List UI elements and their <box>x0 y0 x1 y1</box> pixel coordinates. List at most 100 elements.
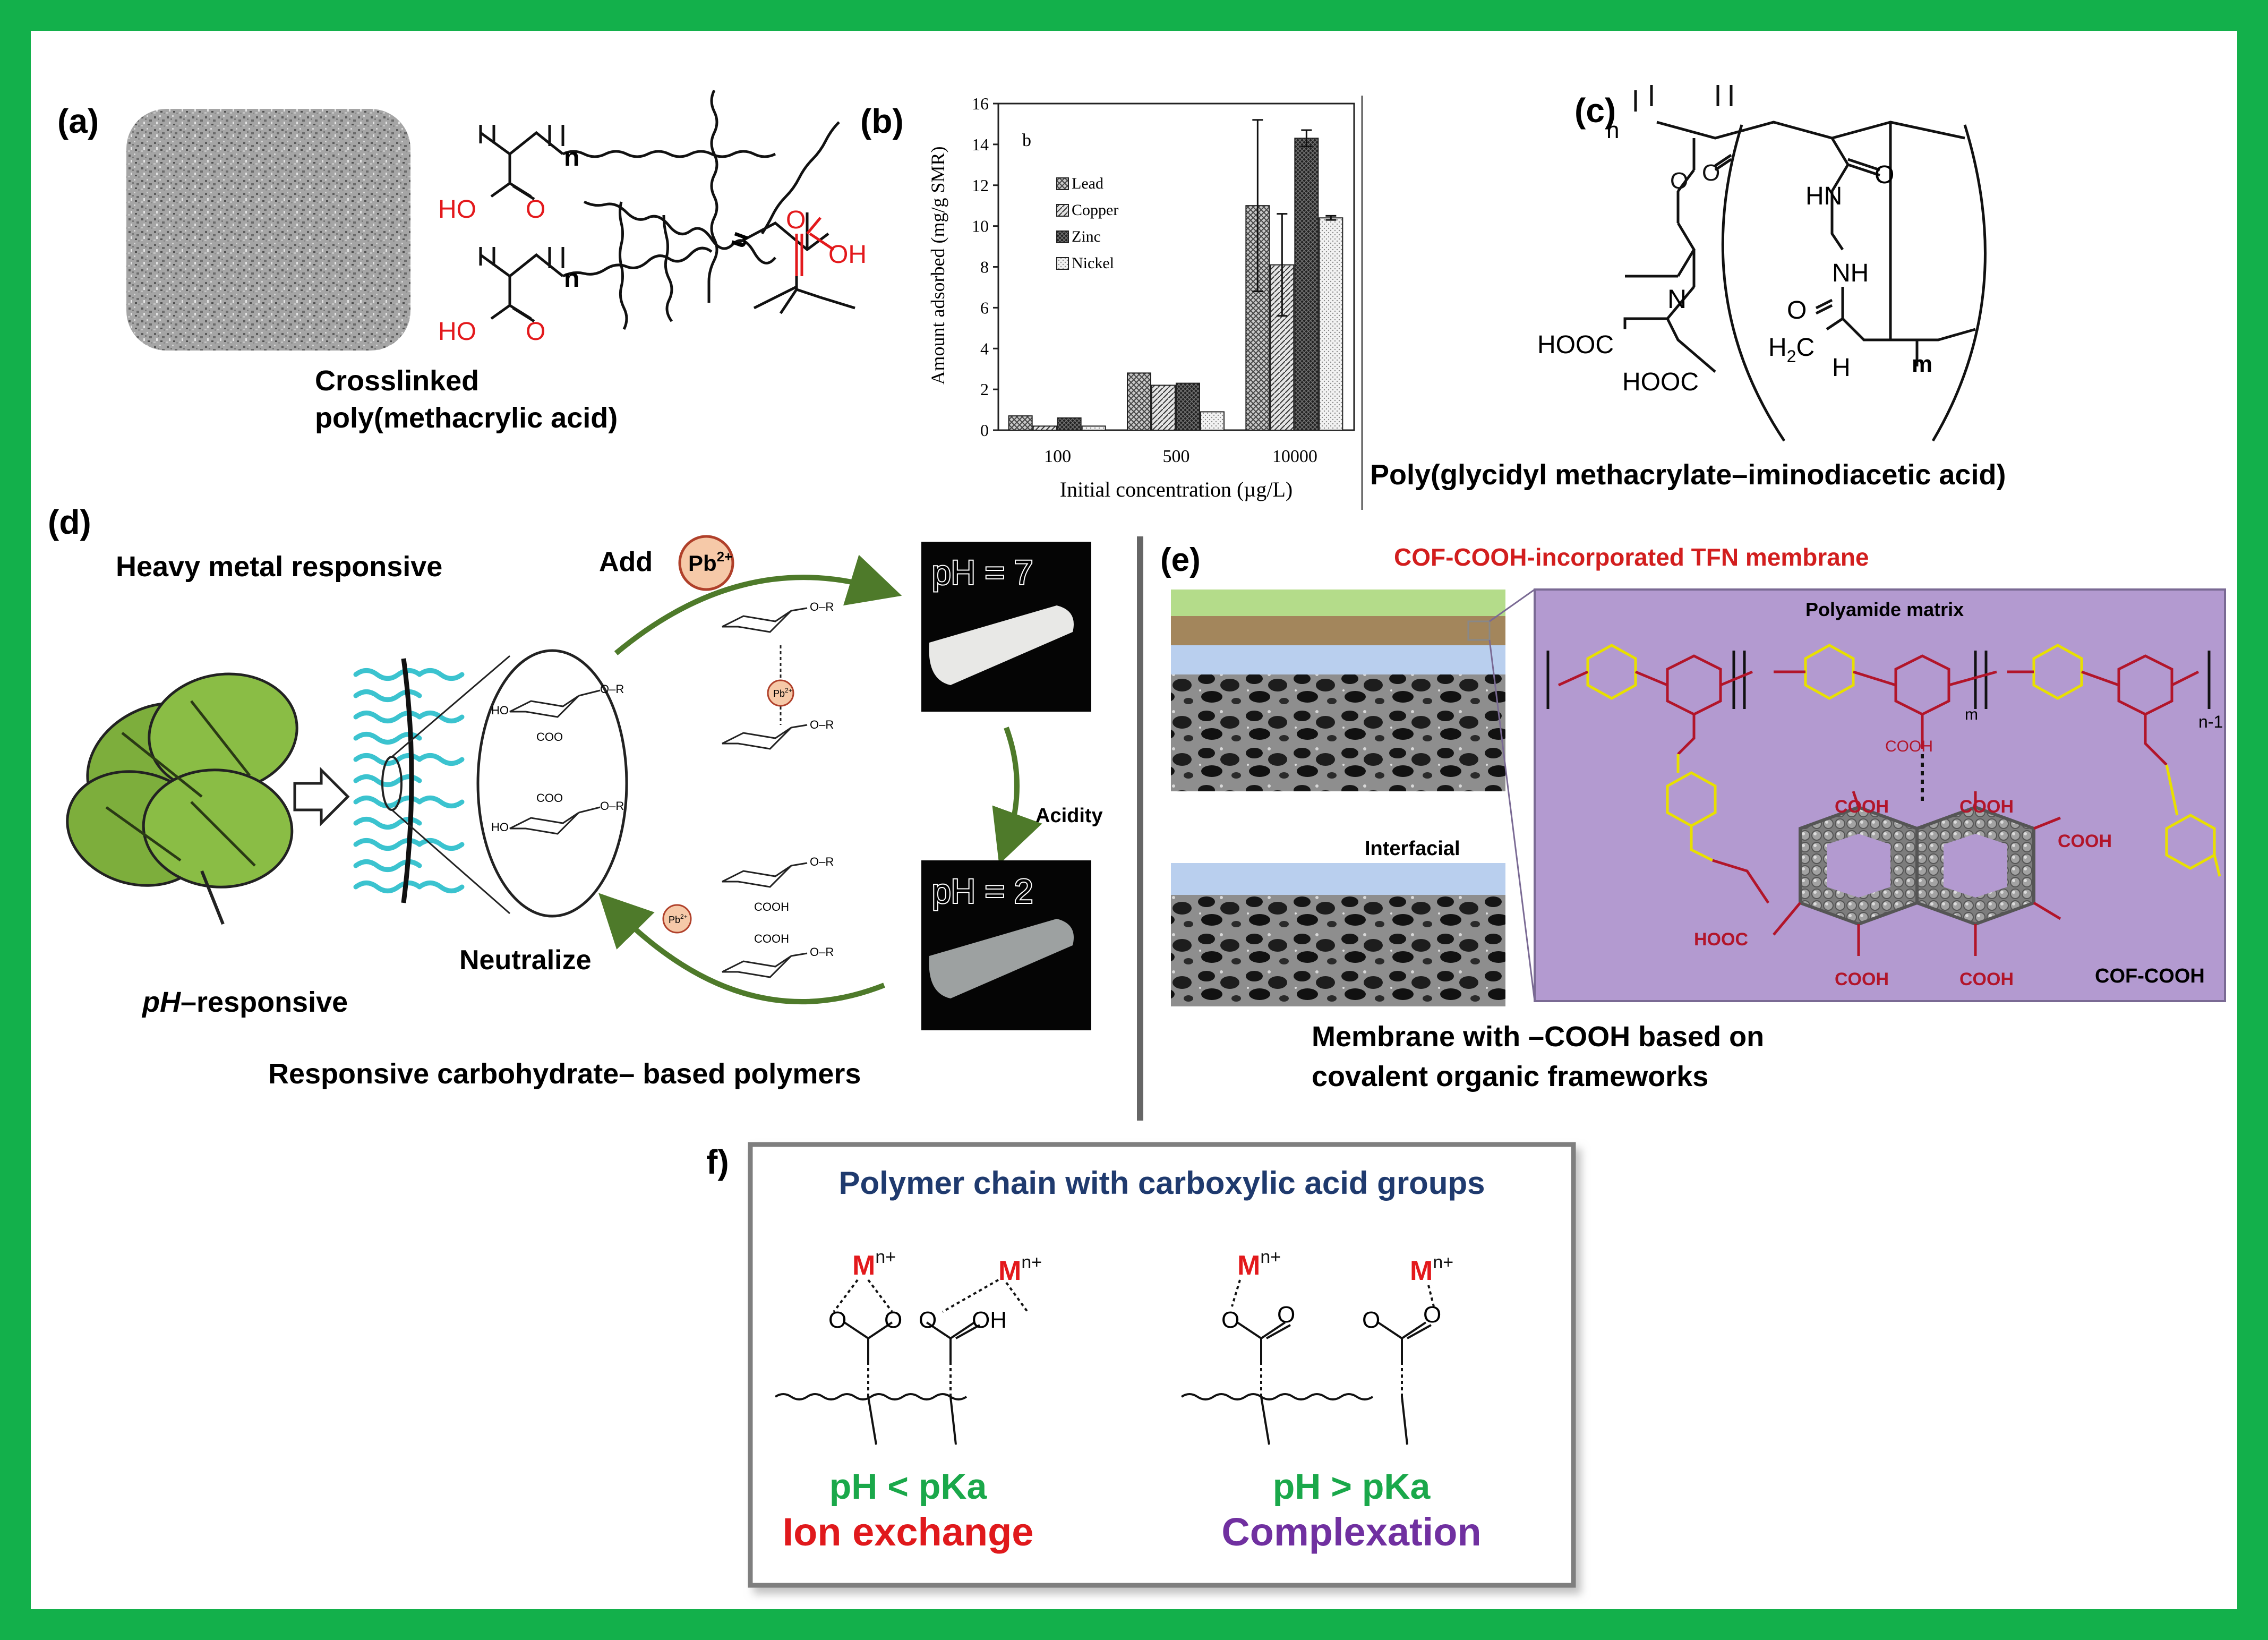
vial-ph7-photo: pH = 7 <box>921 542 1091 712</box>
pmaa-oh: OH <box>828 241 867 269</box>
leaves-illustration <box>66 672 298 925</box>
cof-cooh-2: COOH <box>1959 797 2014 817</box>
legend-label-lead: Lead <box>1072 175 1103 192</box>
bar-nickel-100 <box>1081 425 1106 431</box>
interfacial-text-1: Interfacial <box>1365 838 1460 860</box>
add-text: Add <box>599 546 653 577</box>
bar-nickel-500 <box>1200 411 1225 431</box>
pgma-m: m <box>1912 351 1932 377</box>
panel-f-box <box>748 1142 1576 1588</box>
panel-e-caption-1: Membrane with –COOH based on <box>1312 1021 1764 1053</box>
pgma-h2c: H2C <box>1768 334 1815 366</box>
panel-e: (e) COF-COOH-incorporated TFN membrane I… <box>1160 542 2226 1092</box>
sugar-ring-1-or: O–R <box>600 682 624 696</box>
protonated-or-1: O–R <box>810 855 834 868</box>
ion-exchange-text: Ion exchange <box>783 1510 1034 1554</box>
cof-cooh-3: COOH <box>2058 831 2112 851</box>
heavy-metal-responsive-text: Heavy metal responsive <box>116 551 442 583</box>
zoom-ellipse <box>476 649 628 918</box>
left-oh: OH <box>972 1307 1007 1333</box>
cof-cooh-structure <box>1773 791 2061 956</box>
bar-lead-500 <box>1127 372 1151 431</box>
polyamide-n1: n-1 <box>2198 712 2223 731</box>
polyamide-matrix-text: Polyamide matrix <box>1805 599 1964 620</box>
y-tick-label: 0 <box>980 421 989 440</box>
pb-ion-text: Pb2+ <box>688 549 732 576</box>
left-o-3: O <box>919 1307 937 1333</box>
legend-label-zinc: Zinc <box>1072 228 1101 245</box>
metal-ion-1: Mn+ <box>852 1247 896 1281</box>
pb-complex-ion-text: Pb2+ <box>773 687 792 699</box>
panel-f-label: f) <box>706 1143 729 1181</box>
x-tick-label: 500 <box>1163 447 1190 466</box>
panel-a-caption-1: Crosslinked <box>315 365 479 397</box>
bar-copper-100 <box>1032 425 1057 431</box>
pb-complex-structure <box>722 607 808 750</box>
hollow-arrow <box>293 766 350 827</box>
bar-zinc-100 <box>1057 417 1082 431</box>
y-tick-label: 14 <box>972 135 989 154</box>
y-tick-label: 6 <box>980 298 989 317</box>
right-o-4: O <box>1423 1302 1441 1328</box>
acidity-arrow <box>992 727 1042 865</box>
neutralize-text: Neutralize <box>459 945 592 976</box>
legend-label-nickel: Nickel <box>1072 254 1114 272</box>
polyamide-chain <box>1546 644 2221 904</box>
pb-complex-ion <box>767 679 794 707</box>
support-membrane-sem-bottom <box>1171 863 1505 1006</box>
right-o-2: O <box>1277 1302 1295 1328</box>
panel-d-label: (d) <box>48 503 91 541</box>
pmaa-carboxyl-bonds <box>795 217 835 276</box>
pmaa-o-1: O <box>526 195 545 224</box>
cof-cooh-5: COOH <box>1959 969 2014 989</box>
y-tick-label: 12 <box>972 176 989 195</box>
pmaa-ho-2: HO <box>438 318 476 346</box>
sugar-ring-1-coo: COO <box>536 730 563 744</box>
pb-ion-badge <box>678 535 734 591</box>
pmaa-o-2: O <box>526 318 545 346</box>
right-o-1: O <box>1221 1307 1239 1333</box>
ph2-label: pH = 2 <box>932 872 1033 910</box>
x-tick-label: 100 <box>1044 447 1071 466</box>
cof-cooh-1: COOH <box>1835 797 1889 817</box>
pmaa-n-1: n <box>564 143 579 172</box>
panel-f-title: Polymer chain with carboxylic acid group… <box>838 1165 1485 1201</box>
cof-cooh-4: COOH <box>1835 969 1889 989</box>
chart-xlabel: Initial concentration (µg/L) <box>1060 477 1293 501</box>
sugar-ring-1-ho: HO <box>491 704 509 717</box>
y-tick-label: 8 <box>980 258 989 277</box>
protonated-structure <box>722 862 808 978</box>
ion-exchange-structures <box>774 1279 1029 1445</box>
panel-c-caption: Poly(glycidyl methacrylate–iminodiacetic… <box>1370 459 2006 491</box>
legend-swatch-lead <box>1056 177 1069 190</box>
acidity-text: Acidity <box>1035 805 1103 827</box>
sugar-ring-1 <box>509 689 601 718</box>
panel-a-label: (a) <box>57 102 99 140</box>
metal-ion-2: Mn+ <box>998 1252 1042 1286</box>
right-ph-condition: pH > pKa <box>1273 1466 1431 1507</box>
sugar-ring-2-coo: COO <box>536 791 563 805</box>
sugar-ring-2-or: O–R <box>600 799 624 813</box>
pgma-hooc-1: HOOC <box>1537 331 1614 359</box>
zoom-line-e-top <box>1489 588 1535 622</box>
panel-f: f) Polymer chain with carboxylic acid gr… <box>706 1142 1576 1588</box>
polyamide-m: m <box>1965 706 1978 723</box>
y-tick-label: 4 <box>980 339 989 358</box>
protonated-cooh-1: COOH <box>754 900 789 913</box>
panel-b-label: (b) <box>860 102 904 140</box>
chart-inner-label: b <box>1022 131 1031 150</box>
polyamide-cooh: COOH <box>1885 738 1933 755</box>
pgma-n-atom: N <box>1667 284 1687 314</box>
panel-a: (a) <box>57 89 867 434</box>
pmaa-o-3: O <box>786 206 806 234</box>
complexation-text: Complexation <box>1221 1510 1481 1554</box>
pb-complex-or-2: O–R <box>810 718 834 731</box>
complexation-structures <box>1180 1279 1435 1445</box>
pgma-hn: HN <box>1805 182 1842 210</box>
panel-c-label: (c) <box>1574 91 1616 130</box>
tfn-membrane-sem-top <box>1171 590 1505 791</box>
y-tick-label: 2 <box>980 380 989 399</box>
